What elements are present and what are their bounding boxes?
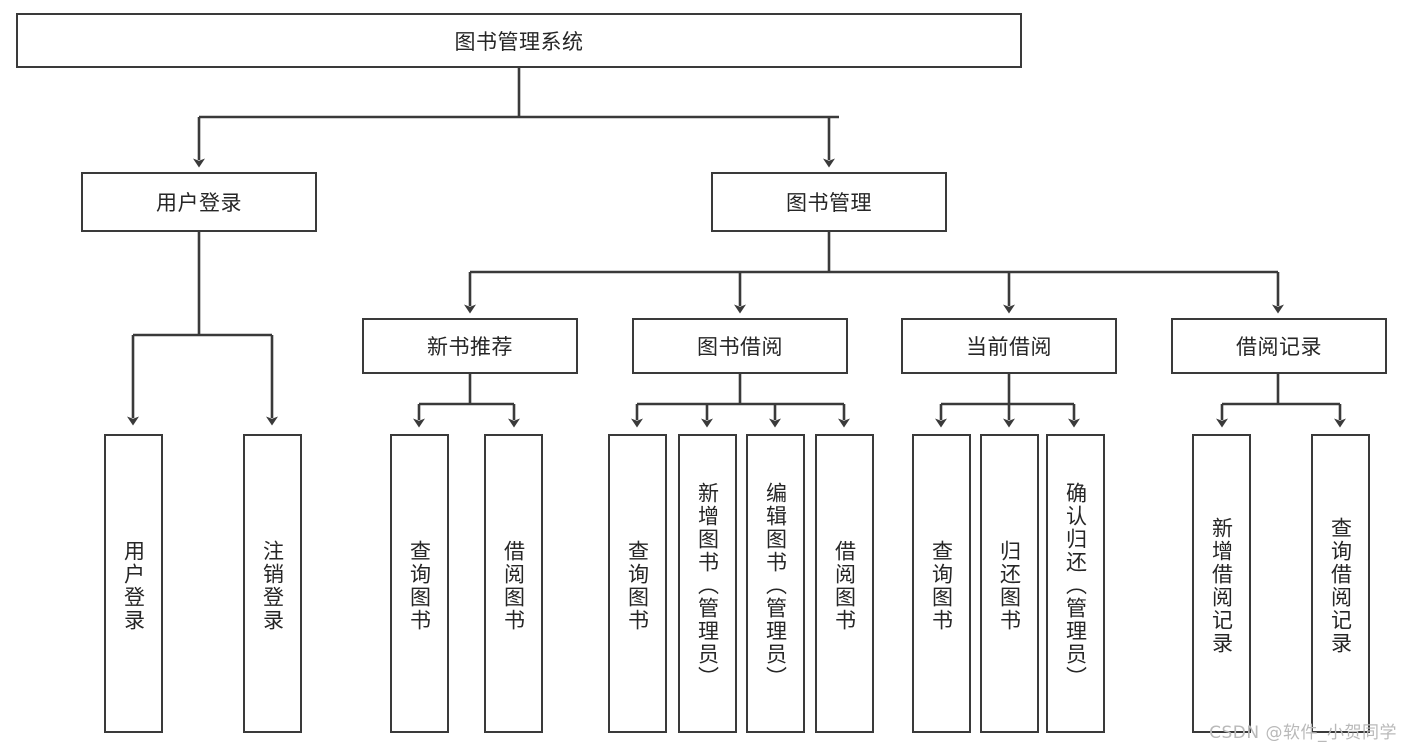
node-book-borrow-label: 图书借阅 (697, 335, 783, 359)
leaf-borrow-book-label: 借阅图书 (832, 539, 857, 632)
leaf-search-borrow-record[interactable]: 查询借阅记录 (1311, 434, 1370, 733)
node-current-borrow-label: 当前借阅 (966, 335, 1052, 359)
node-borrow-record[interactable]: 借阅记录 (1171, 318, 1387, 374)
leaf-user-login-label: 用户登录 (121, 539, 146, 632)
leaf-borrow-book-recommend-label: 借阅图书 (501, 539, 526, 632)
node-root[interactable]: 图书管理系统 (16, 13, 1022, 68)
leaf-edit-book-admin[interactable]: 编辑图书（管理员） (746, 434, 805, 733)
leaf-search-borrow-record-label: 查询借阅记录 (1328, 516, 1353, 655)
node-new-book-recommend-label: 新书推荐 (427, 335, 513, 359)
leaf-add-borrow-record-label: 新增借阅记录 (1209, 516, 1234, 655)
leaf-search-book-label: 查询图书 (625, 539, 650, 632)
leaf-user-login[interactable]: 用户登录 (104, 434, 163, 733)
leaf-search-book[interactable]: 查询图书 (608, 434, 667, 733)
node-borrow-record-label: 借阅记录 (1236, 335, 1322, 359)
leaf-logout[interactable]: 注销登录 (243, 434, 302, 733)
leaf-logout-label: 注销登录 (260, 539, 285, 632)
leaf-return-book[interactable]: 归还图书 (980, 434, 1039, 733)
leaf-search-book-recommend[interactable]: 查询图书 (390, 434, 449, 733)
leaf-confirm-return-admin[interactable]: 确认归还（管理员） (1046, 434, 1105, 733)
node-user-login-label: 用户登录 (156, 191, 242, 215)
node-current-borrow[interactable]: 当前借阅 (901, 318, 1117, 374)
leaf-borrow-book[interactable]: 借阅图书 (815, 434, 874, 733)
node-user-login[interactable]: 用户登录 (81, 172, 317, 232)
leaf-confirm-return-admin-label: 确认归还（管理员） (1063, 482, 1088, 689)
leaf-add-book-admin-label: 新增图书（管理员） (695, 482, 720, 689)
leaf-add-book-admin[interactable]: 新增图书（管理员） (678, 434, 737, 733)
node-book-borrow[interactable]: 图书借阅 (632, 318, 848, 374)
node-book-management[interactable]: 图书管理 (711, 172, 947, 232)
node-new-book-recommend[interactable]: 新书推荐 (362, 318, 578, 374)
leaf-borrow-book-recommend[interactable]: 借阅图书 (484, 434, 543, 733)
leaf-search-book-recommend-label: 查询图书 (407, 539, 432, 632)
watermark: CSDN @软件_小贺同学 (1209, 723, 1397, 743)
node-root-label: 图书管理系统 (454, 29, 584, 54)
leaf-edit-book-admin-label: 编辑图书（管理员） (763, 482, 788, 689)
node-book-management-label: 图书管理 (786, 191, 872, 215)
leaf-search-book-current-label: 查询图书 (929, 539, 954, 632)
leaf-add-borrow-record[interactable]: 新增借阅记录 (1192, 434, 1251, 733)
leaf-search-book-current[interactable]: 查询图书 (912, 434, 971, 733)
leaf-return-book-label: 归还图书 (997, 539, 1022, 632)
